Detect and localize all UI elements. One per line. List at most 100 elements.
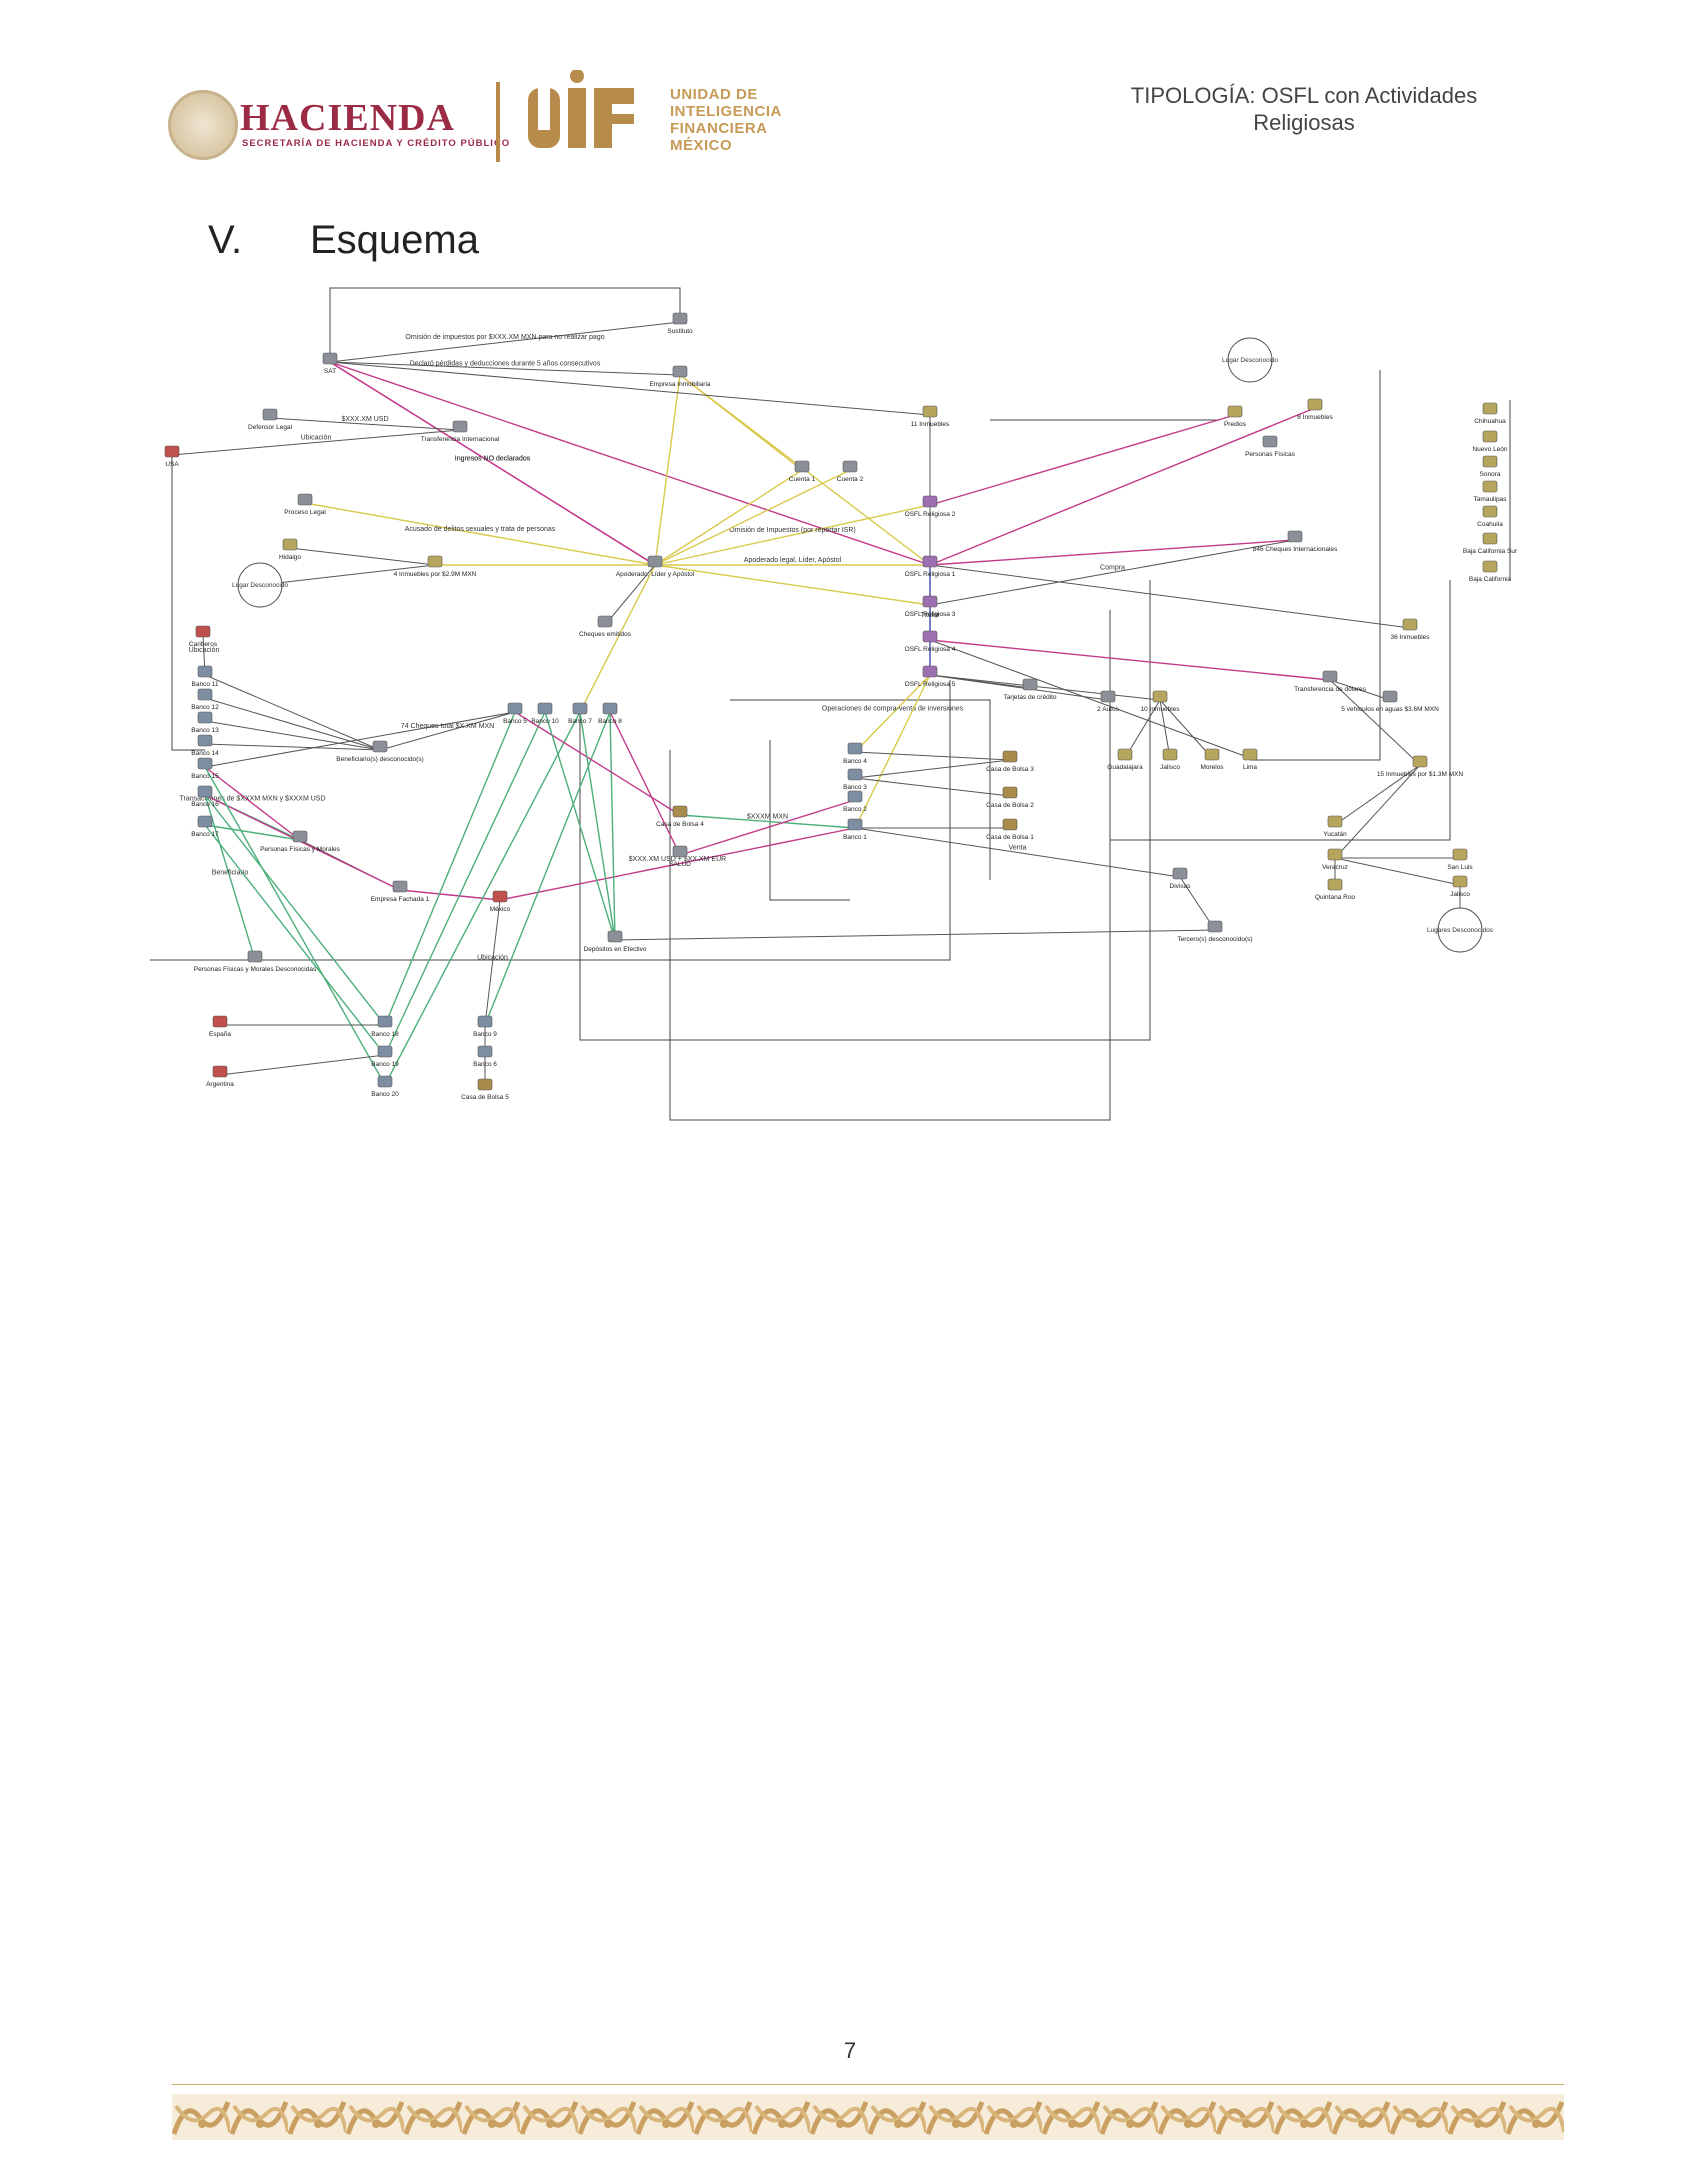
diagram-node-sat: SAT [322, 352, 338, 375]
diagram-node-icon [922, 405, 938, 418]
diagram-node-label: Tamaulipas [1474, 496, 1508, 503]
diagram-node-label: Baja California Sur [1463, 548, 1518, 555]
diagram-node-label: Banco 10 [531, 718, 559, 725]
diagram-edge [204, 674, 381, 751]
diagram-node-icon [297, 493, 313, 506]
diagram-node-proceso: Proceso Legal [284, 493, 326, 516]
diagram-edge [579, 564, 656, 713]
uif-line-4: MÉXICO [670, 137, 733, 154]
diagram-node-icon [922, 630, 938, 643]
diagram-node-nuevoleon: Nuevo León [1472, 430, 1508, 453]
diagram-node-icon [607, 930, 623, 943]
diagram-node-label: Banco 20 [371, 1091, 399, 1098]
diagram-node-tercero: Tercero(s) desconocido(s) [1177, 920, 1253, 943]
diagram-node-inm36: 36 Inmuebles [1390, 618, 1430, 641]
diagram-edge [329, 361, 931, 566]
diagram-edge [929, 674, 1161, 701]
diagram-node-label: Banco 12 [191, 704, 219, 711]
footer-rule [172, 2084, 1564, 2085]
diagram-node-label: Lima [1243, 764, 1257, 771]
diagram-node-inm10: 10 Inmuebles [1140, 690, 1180, 713]
diagram-edge [204, 824, 386, 1056]
diagram-node-icon [1452, 848, 1468, 861]
diagram-edge [1334, 764, 1421, 859]
diagram-edge [269, 417, 461, 431]
diagram-node-banco2: Banco 2 [843, 790, 867, 813]
diagram-edge [929, 639, 1331, 681]
diagram-node-icon [1482, 532, 1498, 545]
diagram-node-espana: España [209, 1015, 231, 1038]
diagram-node-label: Personas Físicas y Morales [260, 846, 341, 853]
diagram-node-quintana: Quintana Roo [1315, 878, 1355, 901]
diagram-node-label: Sonora [1480, 471, 1501, 478]
diagram-node-casabolsa3: Casa de Bolsa 3 [986, 750, 1034, 773]
diagram-edge [679, 814, 856, 829]
diagram-node-icon [1482, 560, 1498, 573]
diagram-node-label: Tarjetas de crédito [1003, 694, 1056, 701]
diagram-node-argentina: Argentina [206, 1065, 234, 1088]
diagram-node-icon [477, 1015, 493, 1028]
diagram-node-label: 11 Inmuebles [911, 421, 950, 428]
diagram-node-icon [1452, 875, 1468, 888]
diagram-node-icon [1152, 690, 1168, 703]
diagram-edge [579, 711, 616, 941]
diagram-edge [204, 766, 301, 841]
diagram-node-label: Predios [1224, 421, 1247, 428]
diagram-edge [854, 759, 1011, 779]
diagram-edge-label: Titular [920, 612, 940, 619]
diagram-node-icon [1402, 618, 1418, 631]
diagram-node-banco16: Banco 16 [191, 785, 219, 808]
diagram-node-icon [1227, 405, 1243, 418]
diagram-edge [514, 711, 681, 816]
diagram-node-icon [197, 734, 213, 747]
diagram-node-banco18: Banco 18 [371, 1015, 399, 1038]
diagram-node-label: Nuevo León [1472, 446, 1507, 453]
diagram-edge [304, 502, 656, 566]
diagram-node-icon [922, 495, 938, 508]
diagram-node-icon [842, 460, 858, 473]
diagram-node-icon [1482, 480, 1498, 493]
diagram-edge [204, 697, 381, 751]
diagram-node-label: Quintana Roo [1315, 894, 1355, 901]
diagram-edge [609, 711, 681, 856]
uif-line-1: UNIDAD DE [670, 86, 758, 103]
diagram-node-osfl5: OSFL Religiosa 5 [905, 665, 956, 688]
diagram-node-icon [922, 665, 938, 678]
diagram-node-lugares: Lugares Desconocidos [1427, 907, 1494, 953]
section-title: Esquema [310, 218, 479, 262]
diagram-node-label: Depósitos en Efectivo [584, 946, 647, 953]
diagram-edge [929, 639, 1251, 759]
diagram-node-label: Proceso Legal [284, 509, 326, 516]
diagram-node-banco19: Banco 19 [371, 1045, 399, 1068]
diagram-node-icon [1412, 755, 1428, 768]
diagram-node-label: Banco 15 [191, 773, 219, 780]
diagram-edge-label: Acusado de delitos sexuales y trata de p… [405, 526, 556, 533]
diagram-node-icon [1242, 748, 1258, 761]
diagram-edge [329, 361, 681, 376]
diagram-edge-label: Omisión de impuestos por $XXX.XM MXN par… [405, 334, 604, 341]
diagram-edge [329, 321, 681, 363]
diagram-node-label: San Luis [1447, 864, 1473, 871]
diagram-node-icon [847, 768, 863, 781]
diagram-node-label: Hidalgo [279, 554, 301, 561]
diagram-edge [329, 361, 931, 416]
diagram-node-icon [377, 1045, 393, 1058]
diagram-edge [929, 539, 1296, 606]
diagram-node-icon [847, 790, 863, 803]
diagram-edge-label: $XXX.XM USD [341, 416, 388, 423]
uif-logo-text: UNIDAD DE INTELIGENCIA FINANCIERA MÉXICO [670, 86, 782, 154]
footer-ornament-band [172, 2094, 1564, 2140]
uif-logo-icon [528, 70, 638, 150]
diagram-node-label: 10 Inmuebles [1140, 706, 1180, 713]
diagram-edge-label: Omisión de Impuestos (por reportar ISR) [729, 527, 855, 534]
diagram-node-cuenta1: Cuenta 1 [789, 460, 816, 483]
diagram-edge [679, 374, 803, 471]
diagram-node-casabolsa5: Casa de Bolsa 5 [461, 1078, 509, 1101]
diagram-node-icon [492, 890, 508, 903]
diagram-node-icon [282, 538, 298, 551]
scheme-diagram: Omisión de impuestos por $XXX.XM MXN par… [150, 280, 1610, 1180]
diagram-edge-label: Ingresos NO declarados [455, 456, 531, 463]
diagram-node-hidalgo: Hidalgo [279, 538, 301, 561]
diagram-node-label: Banco 18 [371, 1031, 399, 1038]
diagram-node-icon [197, 815, 213, 828]
